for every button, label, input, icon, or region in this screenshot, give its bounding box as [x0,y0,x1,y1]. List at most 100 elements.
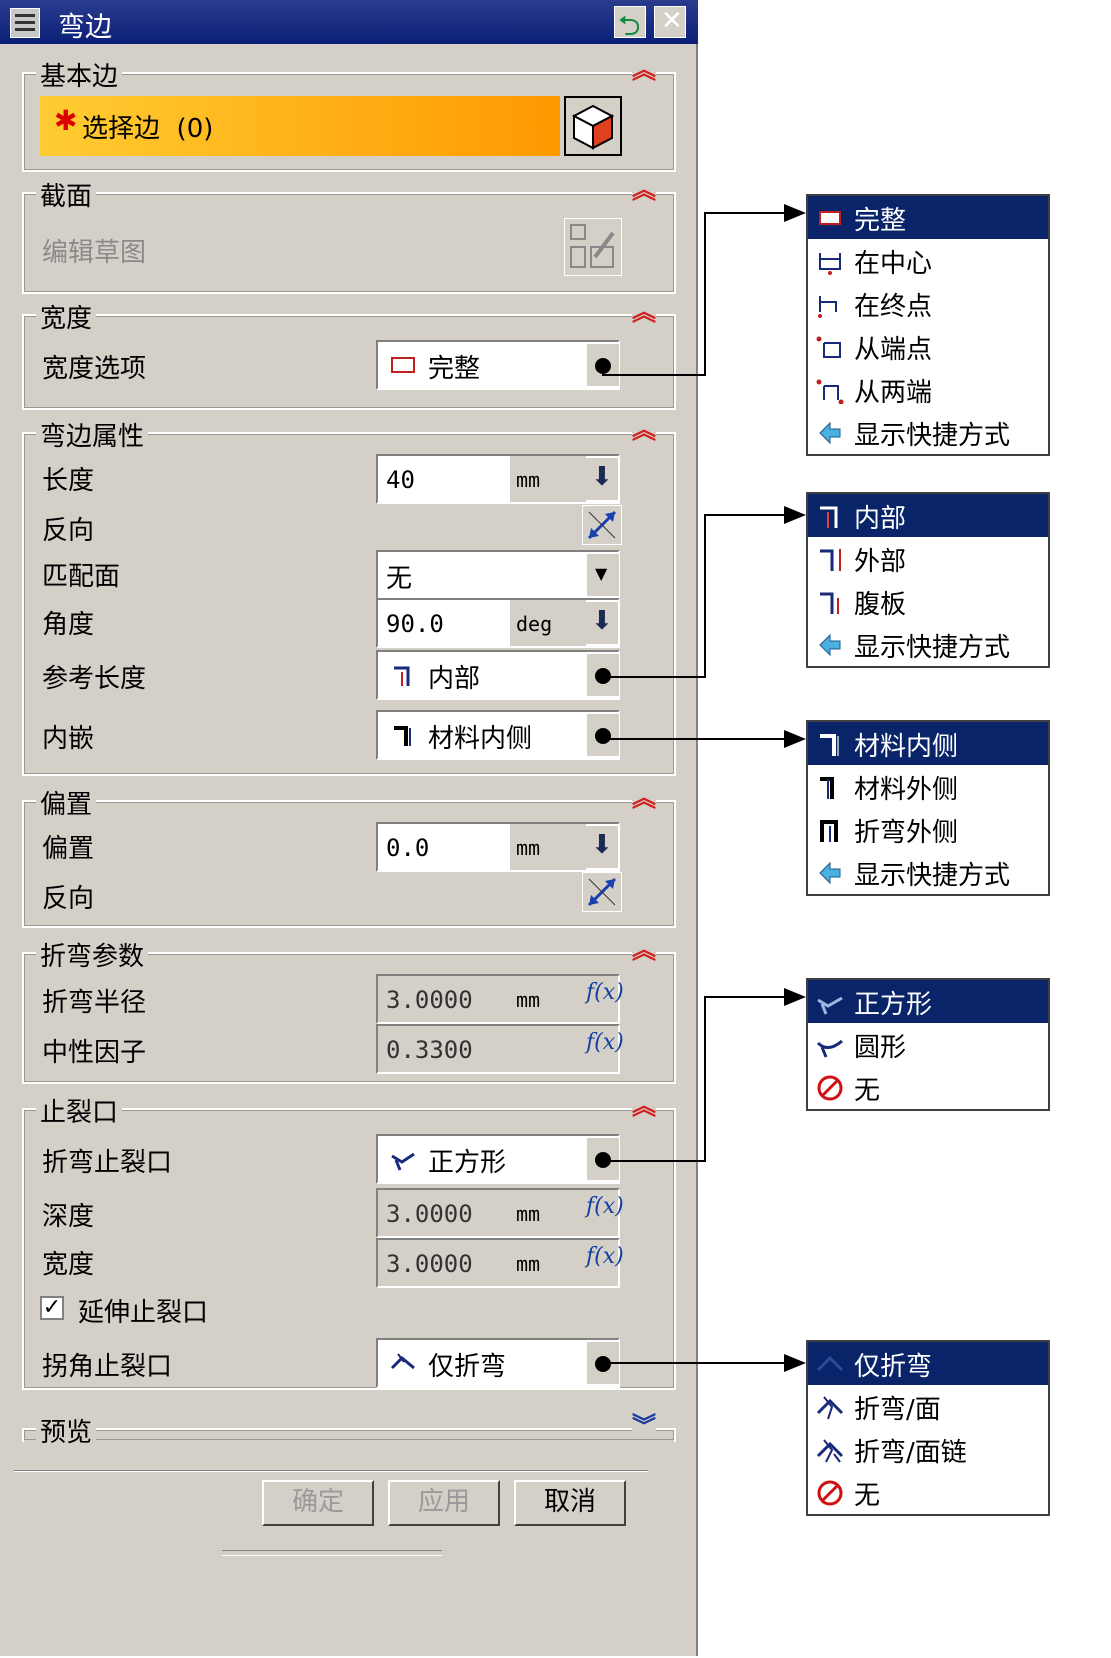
flange-dialog: 弯边 ⮌ ✕ 基本边 ︽ ✱ 选择边 (0) 截面 ︽ 编辑草图 宽度 ︽ [0,0,698,1656]
at-center-icon [819,253,841,275]
select-edge-button[interactable] [564,96,622,156]
material-inside-icon [820,734,839,756]
formula-icon[interactable]: f(x) [586,980,624,1005]
menu-icon[interactable] [10,8,40,38]
group-width: 宽度 ︽ [22,298,676,410]
menu-item-from-endpoint[interactable]: 从端点 [808,325,1048,368]
group-offset-label: 偏置 [36,784,97,821]
dropdown-button[interactable] [586,344,619,386]
formula-icon[interactable]: f(x) [586,1244,624,1269]
menu-item-none[interactable]: 无 [808,1066,1048,1109]
return-button[interactable]: ⮌ [614,6,646,42]
menu-item-round[interactable]: 圆形 [808,1023,1048,1066]
menu-item-label: 外部 [854,547,907,577]
menu-item-material-inside[interactable]: 材料内侧 [808,722,1048,765]
formula-icon[interactable]: f(x) [586,1030,624,1055]
menu-item-outer[interactable]: 外部 [808,537,1048,580]
group-relief: 止裂口 ︽ [22,1092,676,1390]
reverse-label: 反向 [42,516,95,546]
neutral-factor-label: 中性因子 [42,1038,147,1068]
group-preview-label: 预览 [36,1412,97,1449]
angle-spin-button[interactable]: ⬇ [586,602,618,644]
depth-label: 深度 [42,1202,95,1232]
neutral-factor-input[interactable]: 0.3300 f(x) [376,1024,624,1074]
collapse-up-icon[interactable]: ︽ [632,176,656,204]
menu-item-web[interactable]: 腹板 [808,580,1048,623]
resize-grip[interactable] [222,1550,442,1556]
close-button[interactable]: ✕ [654,6,686,38]
cancel-button[interactable]: 取消 [514,1480,626,1526]
menu-item-full[interactable]: 完整 [808,196,1048,239]
menu-item-end[interactable]: 在终点 [808,282,1048,325]
offset-spin-button[interactable]: ⬇ [586,826,618,868]
ok-button[interactable]: 确定 [262,1480,374,1526]
menu-item-label: 从端点 [854,335,933,365]
menu-item-label: 显示快捷方式 [854,421,1011,451]
dropdown-button[interactable] [586,654,619,696]
select-edge-bar[interactable]: ✱ 选择边 (0) [40,96,560,156]
length-input[interactable]: 40 mm ⬇ [376,454,620,504]
offset-reverse-button[interactable] [582,872,622,912]
relief-width-input[interactable]: 3.0000 mm f(x) [376,1238,624,1288]
menu-item-material-outside[interactable]: 材料外侧 [808,765,1048,808]
depth-value: 3.0000 [386,1200,473,1228]
bend-only-icon [816,1355,844,1372]
collapse-up-icon[interactable]: ︽ [632,416,656,444]
menu-item-show-shortcuts[interactable]: 显示快捷方式 [808,411,1048,454]
menu-item-square[interactable]: 正方形 [808,980,1048,1023]
reference-length-label: 参考长度 [42,664,147,694]
menu-item-label: 显示快捷方式 [854,861,1011,891]
menu-item-bend-only[interactable]: 仅折弯 [808,1342,1048,1385]
bend-relief-value: 正方形 [428,1148,507,1178]
outer-length-icon [820,549,841,571]
menu-item-bend-face-chain[interactable]: 折弯/面链 [808,1428,1048,1471]
formula-icon[interactable]: f(x) [586,1194,624,1219]
expand-down-icon[interactable]: ︾ [632,1412,656,1440]
length-spin-button[interactable]: ⬇ [586,458,618,500]
menu-item-center[interactable]: 在中心 [808,239,1048,282]
collapse-up-icon[interactable]: ︽ [632,56,656,84]
reverse-direction-button[interactable] [582,505,622,545]
group-bend-parameters: 折弯参数 ︽ [22,936,676,1084]
menu-item-label: 内部 [854,504,907,534]
group-section-label: 截面 [36,176,97,213]
length-label: 长度 [42,466,95,496]
dropdown-button[interactable]: ▼ [586,554,619,596]
menu-item-none[interactable]: 无 [808,1471,1048,1514]
corner-relief-select[interactable]: 仅折弯 [376,1338,620,1388]
match-face-value: 无 [386,564,413,594]
match-face-select[interactable]: 无 ▼ [376,550,620,600]
dropdown-button[interactable] [586,1138,619,1180]
collapse-up-icon[interactable]: ︽ [632,936,656,964]
collapse-up-icon[interactable]: ︽ [632,784,656,812]
bend-radius-input[interactable]: 3.0000 mm f(x) [376,974,624,1024]
group-base-label: 基本边 [36,56,123,93]
offset-reverse-label: 反向 [42,884,95,914]
width-option-label: 宽度选项 [42,354,147,384]
menu-item-show-shortcuts[interactable]: 显示快捷方式 [808,851,1048,894]
apply-button[interactable]: 应用 [388,1480,500,1526]
bend-relief-select[interactable]: 正方形 [376,1134,620,1184]
length-unit: mm [516,468,541,492]
neutral-factor-value: 0.3300 [386,1036,473,1064]
offset-input[interactable]: 0.0 mm ⬇ [376,822,620,872]
edit-sketch-button[interactable] [564,218,622,276]
inset-select[interactable]: 材料内侧 [376,710,620,760]
menu-item-label: 材料内侧 [854,732,959,762]
menu-item-show-shortcuts[interactable]: 显示快捷方式 [808,623,1048,666]
width-option-select[interactable]: 完整 [376,340,620,390]
menu-item-inner[interactable]: 内部 [808,494,1048,537]
offset-label: 偏置 [42,834,95,864]
material-inside-icon [394,726,411,746]
bend-face-chain-icon [816,1439,844,1463]
menu-item-bend-face[interactable]: 折弯/面 [808,1385,1048,1428]
extend-relief-checkbox[interactable]: ✓ [40,1296,64,1320]
menu-item-from-both-ends[interactable]: 从两端 [808,368,1048,411]
collapse-up-icon[interactable]: ︽ [632,298,656,326]
menu-item-bend-outside[interactable]: 折弯外侧 [808,808,1048,851]
reference-length-select[interactable]: 内部 [376,650,620,700]
depth-input[interactable]: 3.0000 mm f(x) [376,1188,624,1238]
angle-input[interactable]: 90.0 deg ⬇ [376,598,620,648]
collapse-up-icon[interactable]: ︽ [632,1092,656,1120]
dropdown-button[interactable] [586,714,619,756]
